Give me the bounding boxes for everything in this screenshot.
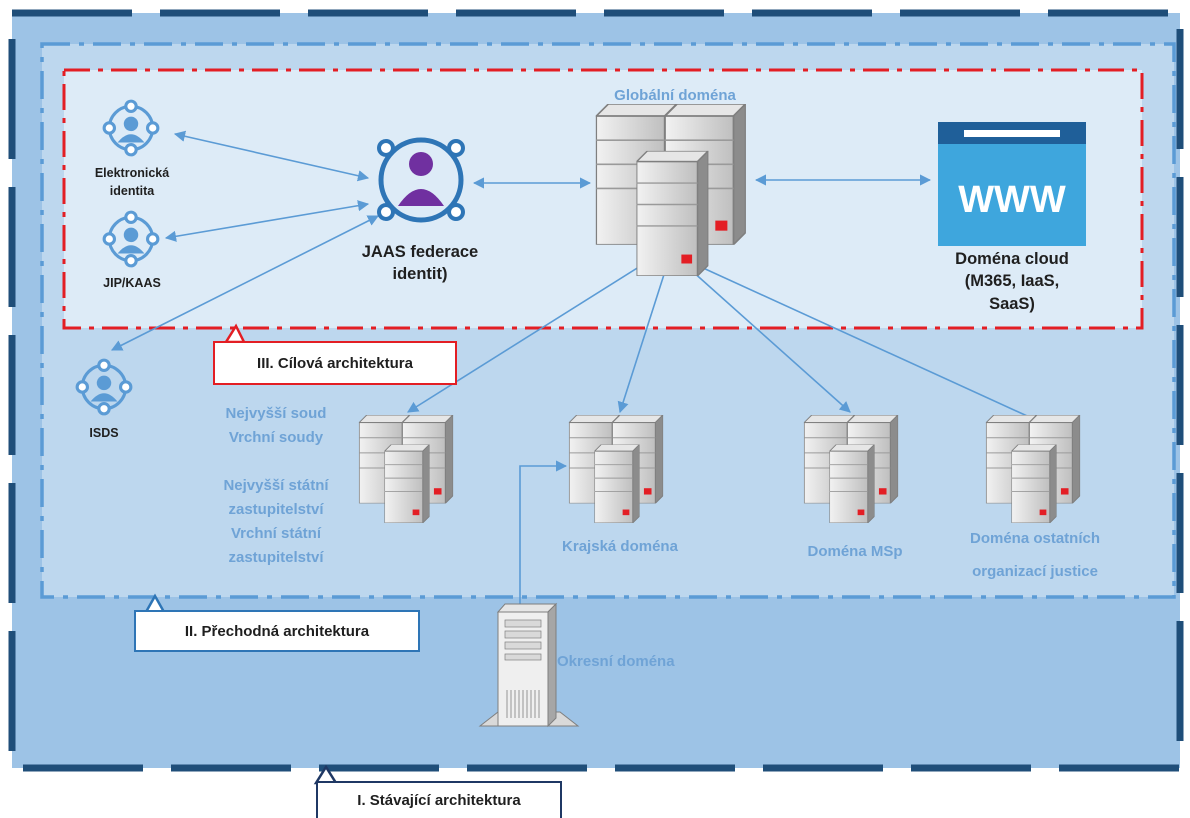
connector-global-regional — [617, 260, 671, 414]
connectors — [110, 130, 1037, 612]
connector-district-regional — [519, 460, 568, 612]
connector-global-other — [689, 261, 1037, 421]
cloud-www-text: WWW — [958, 179, 1066, 221]
district-server-icon — [478, 602, 580, 728]
connector-global-msp — [681, 261, 851, 413]
connector-jaas-eid — [173, 130, 370, 182]
connector-jaas-isds — [110, 215, 380, 351]
connector-global-courts — [407, 259, 651, 413]
jaas-federation-icon — [377, 137, 465, 223]
cloud-domain-icon: WWW — [938, 122, 1086, 246]
